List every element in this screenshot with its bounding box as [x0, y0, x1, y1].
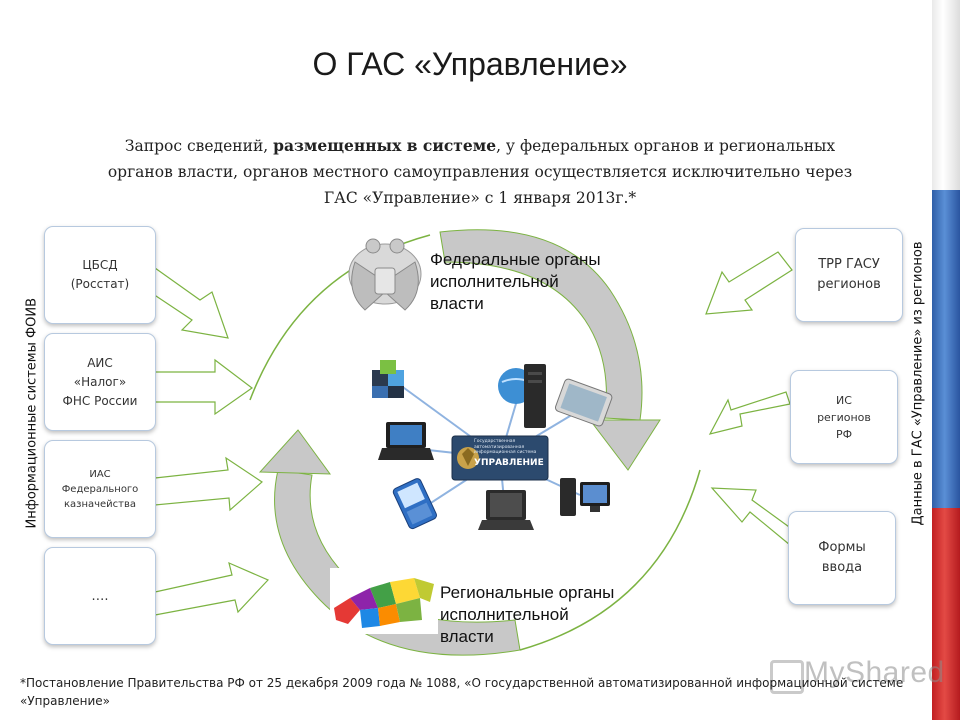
slide-title: О ГАС «Управление» [312, 46, 628, 82]
arrow-right-3 [710, 487, 797, 546]
arrow-left-4 [154, 561, 270, 616]
hub-line-1: Государственная [474, 439, 516, 444]
flag-stripe-blue [932, 190, 960, 508]
federal-caption: Федеральные органы исполнительной власти [430, 250, 601, 313]
watermark-text: MyShared [804, 656, 945, 689]
cycle-arrow-top-head [588, 419, 661, 471]
globe-server-icon [498, 364, 546, 428]
intro-text: Запрос сведений, размещенных в системе, … [107, 136, 853, 207]
left-group-label: Информационные системы ФОИВ [24, 297, 40, 529]
russia-map-icon [330, 568, 438, 634]
arrow-left-3 [154, 456, 263, 512]
arrow-left-2 [154, 358, 254, 416]
arrow-left-1 [149, 266, 229, 339]
hub-title: УПРАВЛЕНИЕ [474, 457, 544, 468]
cycle-outline-right [519, 469, 701, 651]
tablet-icon [554, 378, 613, 427]
flag-stripe-white [932, 0, 960, 190]
hub-text: Государственная автоматизированная инфор… [474, 439, 546, 470]
regional-caption: Региональные органы исполнительной власт… [440, 583, 615, 646]
box-is-regions: ИС регионов РФ [790, 370, 898, 464]
left-arrows [149, 266, 270, 616]
smartphone-icon [392, 478, 437, 530]
coat-of-arms-icon [348, 238, 422, 311]
box-trr-gasu: ТРР ГАСУ регионов [795, 228, 903, 322]
desktop-computer-icon [560, 478, 610, 516]
footnote: *Постановление Правительства РФ от 25 де… [20, 676, 904, 708]
right-group-label: Данные в ГАС «Управление» из регионов [910, 241, 926, 526]
box-input-forms: Формы ввода [788, 511, 896, 605]
box-more-left: …. [44, 547, 156, 645]
right-arrows [705, 251, 797, 546]
gas-upravlenie-hub [451, 435, 549, 481]
box-ais-nalog: АИС «Налог» ФНС России [44, 333, 156, 431]
cube-blocks-icon [372, 360, 404, 398]
laptop-icon [378, 422, 434, 460]
arrow-right-1 [705, 251, 793, 315]
box-ias-treasury: ИАС Федерального казначейства [44, 440, 156, 538]
arrow-right-2 [708, 391, 791, 435]
hub-line-2: автоматизированная [474, 444, 525, 450]
box-cbsd-rosstat: ЦБСД (Росстат) [44, 226, 156, 324]
cycle-arrow-bottom-head [258, 429, 332, 475]
netbook-icon [478, 490, 534, 530]
hub-line-3: информационная система [474, 450, 537, 455]
flag-stripe-red [932, 508, 960, 720]
watermark-grid-icon [770, 660, 804, 694]
